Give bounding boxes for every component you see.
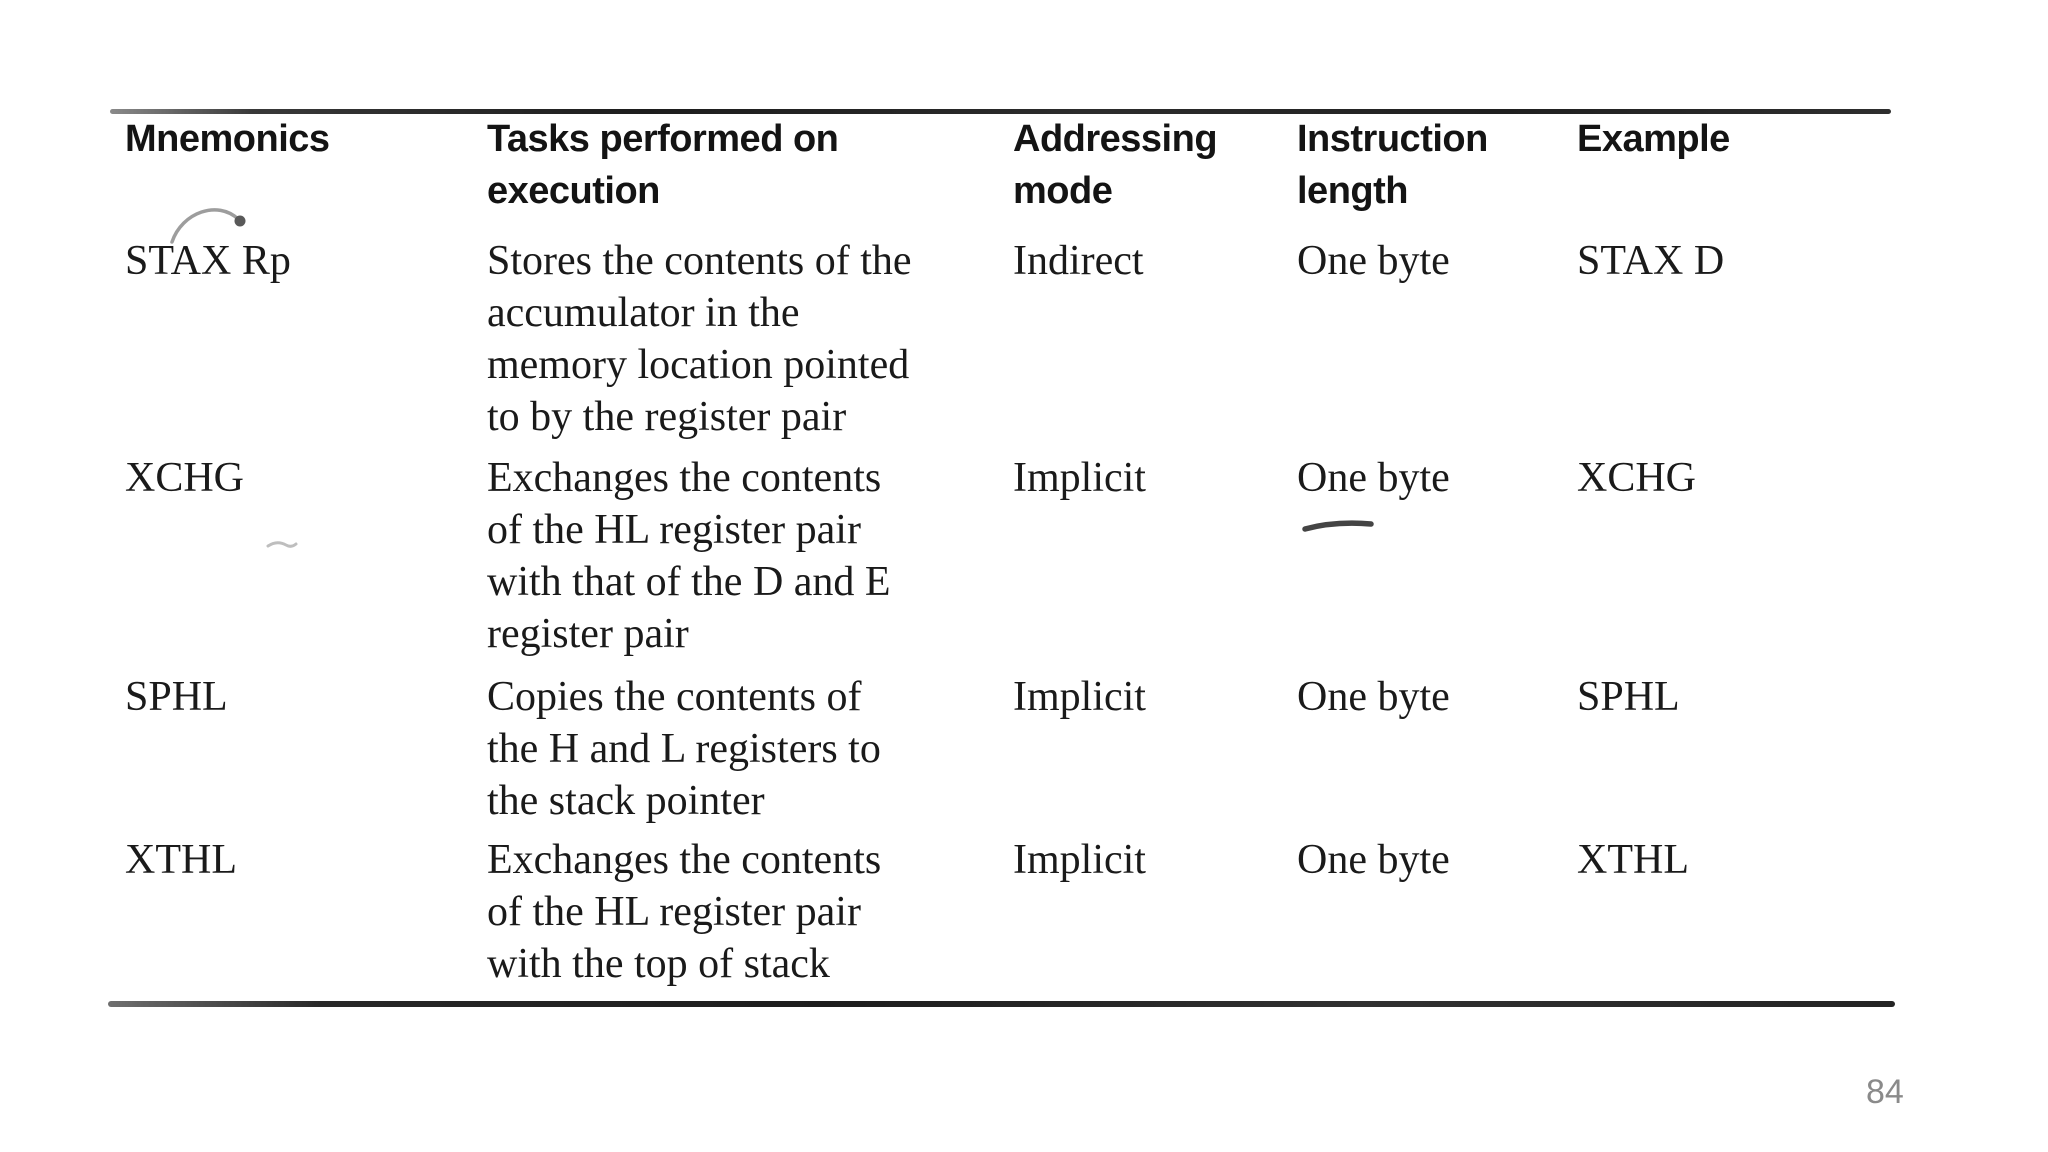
header-mnemonics: Mnemonics: [125, 118, 330, 160]
cell-instruction-length: One byte: [1297, 674, 1450, 720]
cell-task: Exchanges the contents of the HL registe…: [487, 455, 891, 657]
cell-mnemonic: STAX Rp: [125, 238, 291, 284]
cell-task: Exchanges the contents of the HL registe…: [487, 837, 882, 987]
header-instruction-length: Instruction length: [1297, 118, 1488, 212]
header-addressing-mode: Addressing mode: [1013, 118, 1218, 212]
cell-instruction-length: One byte: [1297, 238, 1450, 284]
page-number: 84: [1866, 1073, 1904, 1111]
header-tasks-performed: Tasks performed on execution: [487, 118, 839, 212]
pen-dot-mark: [234, 215, 246, 227]
pen-smudge-mark: [266, 541, 298, 548]
cell-example: STAX D: [1577, 238, 1725, 284]
cell-addressing-mode: Implicit: [1013, 674, 1146, 720]
table-bottom-rule: [108, 1001, 1895, 1007]
cell-example: XCHG: [1577, 455, 1697, 501]
cell-example: XTHL: [1577, 837, 1689, 883]
cell-addressing-mode: Implicit: [1013, 837, 1146, 883]
cell-mnemonic: SPHL: [125, 674, 228, 720]
cell-instruction-length: One byte: [1297, 837, 1450, 883]
cell-task: Copies the contents of the H and L regis…: [487, 674, 881, 824]
cell-task: Stores the contents of the accumulator i…: [487, 238, 912, 440]
cell-addressing-mode: Implicit: [1013, 455, 1146, 501]
table-top-rule: [110, 109, 1891, 114]
cell-mnemonic: XCHG: [125, 455, 245, 501]
pen-underline-mark: [1302, 520, 1374, 532]
cell-instruction-length: One byte: [1297, 455, 1450, 501]
cell-addressing-mode: Indirect: [1013, 238, 1144, 284]
cell-example: SPHL: [1577, 674, 1680, 720]
cell-mnemonic: XTHL: [125, 837, 237, 883]
header-example: Example: [1577, 118, 1730, 160]
